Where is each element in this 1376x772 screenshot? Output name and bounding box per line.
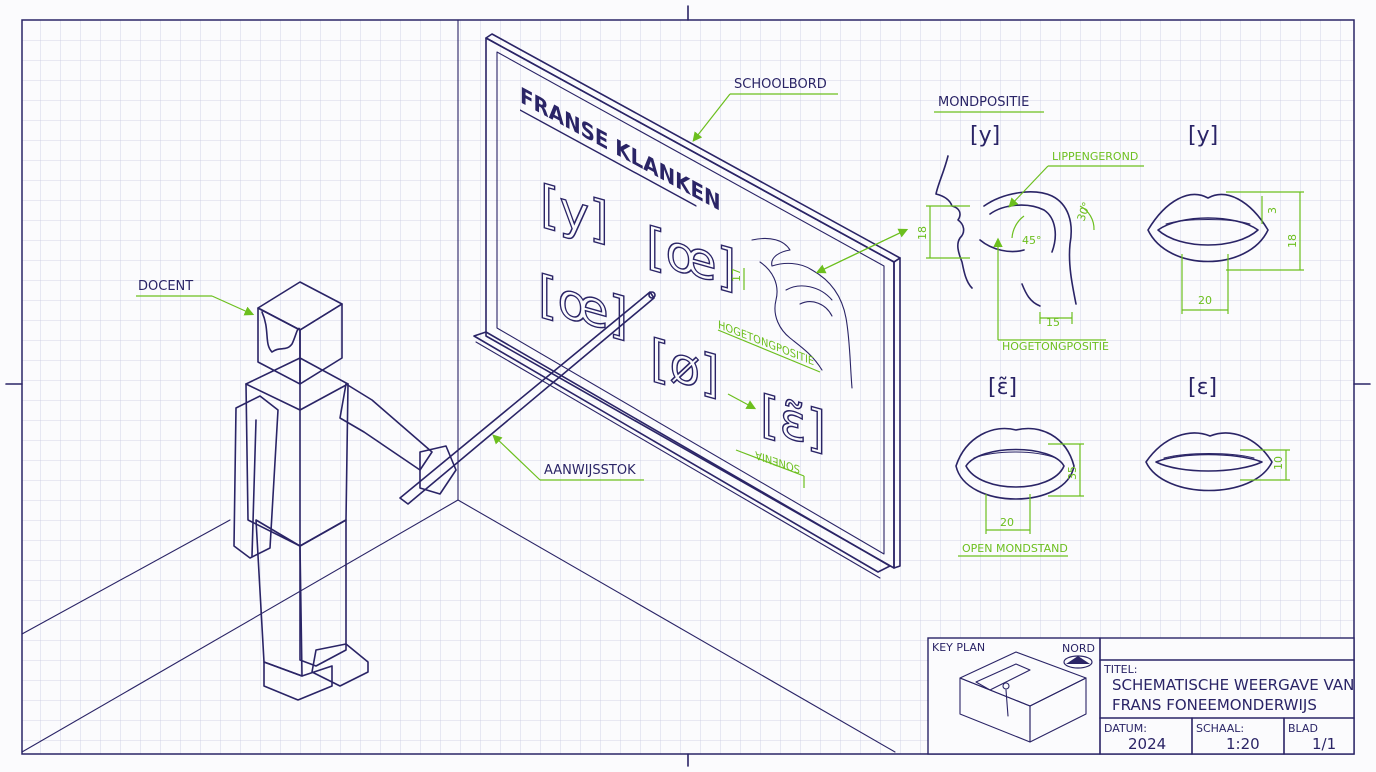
mouth-front-e: [ɛ] 10 <box>1145 375 1290 492</box>
profile-dim-height: 18 <box>916 226 929 240</box>
svg-text:17: 17 <box>730 268 743 282</box>
title-block: KEY PLAN NORD TITEL: SCHEMATISCHE WEERGA… <box>927 637 1355 755</box>
mouth-2-dim-b: 20 <box>1000 516 1014 529</box>
aanwijsstok-label: AANWIJSSTOK <box>544 463 636 478</box>
north-icon <box>1063 655 1093 669</box>
docent-callout: DOCENT <box>136 279 255 316</box>
schoolbord-label: SCHOOLBORD <box>734 77 827 92</box>
key-plan-label: KEY PLAN <box>932 641 985 654</box>
key-plan-room <box>959 651 1087 743</box>
mouth-front-open: [ɛ̃] 35 20 OPEN MONDSTAND <box>955 375 1084 557</box>
room-corner <box>21 19 896 753</box>
pointer-stick <box>399 291 656 505</box>
schoolbord-callout: SCHOOLBORD <box>692 77 838 142</box>
aanwijsstok-callout: AANWIJSSTOK <box>492 434 644 481</box>
chalkboard <box>473 33 901 579</box>
profile-symbol: [y] <box>970 123 1000 148</box>
profile-dim-angle2: 30° <box>1075 200 1094 223</box>
side-profile: [y] LIPPENGEROND 18 45° 30° HOGETONGPOSI… <box>916 123 1144 353</box>
profile-dim-angle: 45° <box>1022 234 1042 247</box>
mouth-front-y: [y] 3 18 20 <box>1147 123 1304 314</box>
sheet-value: 1/1 <box>1312 735 1336 753</box>
profile-lips-label: LIPPENGEROND <box>1052 150 1138 163</box>
scale-label: SCHAAL: <box>1196 722 1244 735</box>
mouth-3-dim-a: 10 <box>1272 456 1285 470</box>
mouth-1-dim-b: 18 <box>1286 234 1299 248</box>
mondpositie-label: MONDPOSITIE <box>938 95 1029 110</box>
date-label: DATUM: <box>1104 722 1147 735</box>
mouth-2-caption: OPEN MONDSTAND <box>962 542 1068 555</box>
mouth-1-symbol: [y] <box>1188 123 1218 148</box>
scale-value: 1:20 <box>1226 735 1260 753</box>
north-label: NORD <box>1062 642 1095 655</box>
mouth-2-dim-a: 35 <box>1066 466 1079 480</box>
sheet-label: BLAD <box>1288 722 1318 735</box>
mouth-3-symbol: [ɛ] <box>1188 375 1217 400</box>
mouth-1-dim-a: 3 <box>1266 207 1279 214</box>
title-line-2: FRANS FONEEMONDERWIJS <box>1112 696 1317 714</box>
date-value: 2024 <box>1128 735 1166 753</box>
profile-dim-depth: 15 <box>1046 316 1060 329</box>
mouth-2-symbol: [ɛ̃] <box>988 375 1017 400</box>
title-label: TITEL: <box>1103 663 1137 676</box>
center-marks <box>5 5 1371 767</box>
title-line-1: SCHEMATISCHE WEERGAVE VAN <box>1112 676 1354 694</box>
profile-tongue-label: HOGETONGPOSITIE <box>1002 340 1109 353</box>
mouth-1-dim-c: 20 <box>1198 294 1212 307</box>
docent-label: DOCENT <box>138 279 193 294</box>
board-mouth-sketch <box>751 237 853 389</box>
